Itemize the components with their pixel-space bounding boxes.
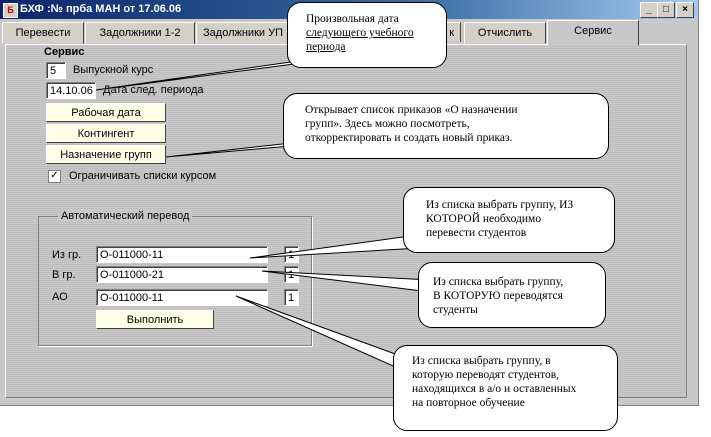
ao-group-field[interactable]: О-011000-11 xyxy=(96,289,268,306)
window-title: БХФ :№ прба МАН от 17.06.06 xyxy=(20,3,182,15)
next-period-label: Дата след. периода xyxy=(103,84,204,96)
pointer-ao-group xyxy=(235,295,403,371)
pointer-from-group xyxy=(249,235,422,259)
grad-course-field[interactable]: 5 xyxy=(46,62,66,79)
callout-from-line1: Из списка выбрать группу, ИЗ xyxy=(426,199,574,211)
limit-by-course-checkbox[interactable]: ✓ xyxy=(48,170,61,183)
auto-transfer-title: Автоматический перевод xyxy=(58,210,193,222)
contingent-button[interactable]: Контингент xyxy=(46,124,166,143)
callout-orders-line1: Открывает список приказов «О назначении xyxy=(305,104,518,116)
callout-ao-line4: на повторное обучение xyxy=(412,397,525,409)
callout-from-line2: КОТОРОЙ необходимо xyxy=(426,213,542,225)
limit-by-course-label: Ограничивать списки курсом xyxy=(69,170,217,182)
callout-from-group: Из списка выбрать группу, ИЗ КОТОРОЙ нео… xyxy=(403,187,615,253)
to-group-label: В гр. xyxy=(52,269,76,281)
tab-servis[interactable]: Сервис xyxy=(547,20,639,46)
callout-date-line1: Произвольная дата xyxy=(306,13,399,25)
service-heading: Сервис xyxy=(44,46,85,58)
work-date-button[interactable]: Рабочая дата xyxy=(46,103,166,122)
ao-group-number[interactable]: 1 xyxy=(284,289,299,306)
maximize-button[interactable]: □ xyxy=(657,2,675,18)
next-period-date-field[interactable]: 14.10.06 xyxy=(46,82,96,99)
callout-ao-group: Из списка выбрать группу, в которую пере… xyxy=(393,345,618,431)
tab-otchislit[interactable]: Отчислить xyxy=(464,22,546,44)
callout-from-line3: перевести студентов xyxy=(426,227,527,239)
ao-label: АО xyxy=(52,291,68,303)
tab-zadolzhniki-1-2[interactable]: Задолжники 1-2 xyxy=(85,22,195,44)
callout-orders-line3: откорректировать и создать новый приказ. xyxy=(305,132,513,144)
from-group-field[interactable]: О-011000-11 xyxy=(96,246,268,263)
callout-to-line3: студенты xyxy=(433,304,478,316)
group-assign-button[interactable]: Назначение групп xyxy=(46,145,166,164)
pointer-to-group xyxy=(261,270,431,293)
callout-orders: Открывает список приказов «О назначении … xyxy=(283,93,609,159)
tab-perevesti[interactable]: Перевести xyxy=(2,22,84,44)
callout-date: Произвольная дата следующего учебного пе… xyxy=(287,2,447,68)
execute-button[interactable]: Выполнить xyxy=(96,310,214,329)
grad-course-label: Выпускной курс xyxy=(73,64,154,76)
to-group-field[interactable]: О-011000-21 xyxy=(96,266,268,283)
callout-to-group: Из списка выбрать группу, В КОТОРУЮ пере… xyxy=(418,262,606,328)
callout-to-line1: Из списка выбрать группу, xyxy=(433,276,564,288)
callout-ao-line2: которую переводят студентов, xyxy=(412,369,560,381)
from-group-label: Из гр. xyxy=(52,249,82,261)
close-button[interactable]: × xyxy=(676,2,694,18)
callout-orders-line2: групп». Здесь можно посмотреть, xyxy=(305,118,470,130)
callout-ao-line1: Из списка выбрать группу, в xyxy=(412,355,551,367)
callout-ao-line3: находящихся в а/о и оставленных xyxy=(412,383,577,395)
callout-to-line2: В КОТОРУЮ переводятся xyxy=(433,290,563,302)
app-icon: Б xyxy=(3,3,18,18)
callout-date-line3: периода xyxy=(306,41,346,53)
callout-date-line2: следующего учебного xyxy=(306,27,414,39)
tab-zadolzhniki-up[interactable]: Задолжники УП xyxy=(196,22,290,44)
